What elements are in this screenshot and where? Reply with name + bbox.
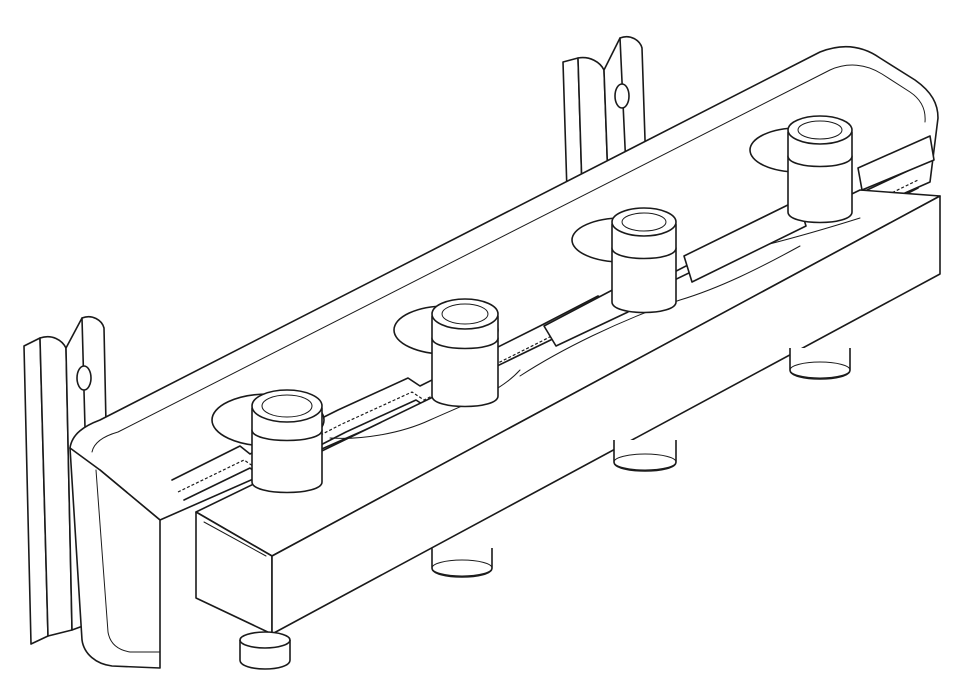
clip-3 — [857, 135, 935, 191]
bottom-connector-1 — [239, 631, 291, 670]
front-bracket-mount-hole — [76, 365, 92, 391]
top-connector-3 — [571, 207, 677, 314]
top-connector-1 — [211, 389, 325, 494]
bottom-connector-2 — [431, 548, 493, 578]
groove-clips — [543, 135, 935, 347]
rear-bracket-mount-hole — [614, 83, 630, 109]
bottom-connector-4 — [789, 348, 851, 380]
clip-2 — [683, 199, 807, 283]
manifold-core — [195, 189, 941, 635]
top-connector-4 — [749, 115, 853, 224]
top-connector-2 — [393, 298, 499, 408]
bottom-connectors — [239, 348, 851, 670]
top-connectors — [211, 115, 853, 494]
bottom-connector-3 — [613, 440, 677, 472]
